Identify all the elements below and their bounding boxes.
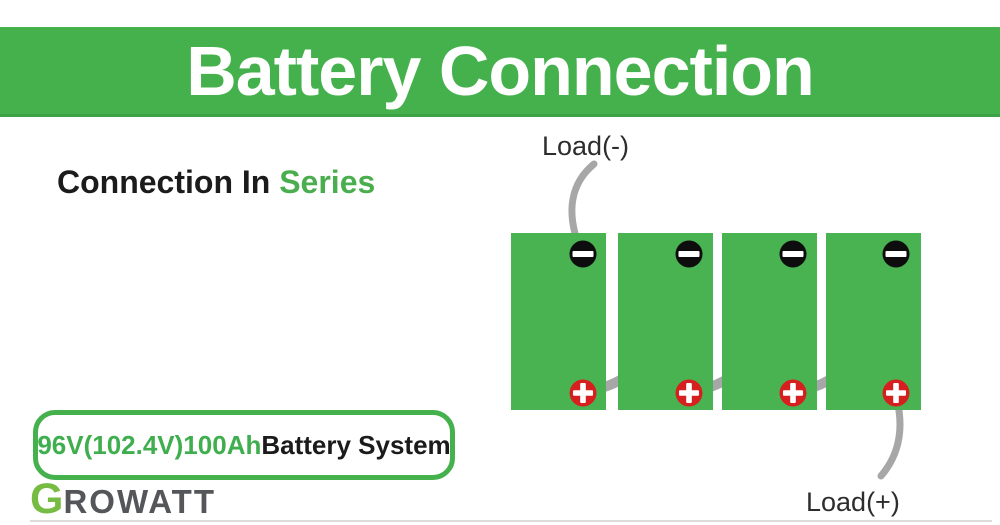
spec-box: 96V(102.4V)100Ah Battery System [33,410,455,480]
positive-terminal-icon-1 [569,379,597,407]
positive-terminal-icon-4 [882,379,910,407]
subtitle: Connection In Series [57,166,375,198]
load-positive-wire [877,396,904,480]
subtitle-prefix: Connection In [57,164,280,200]
page-title: Battery Connection [186,31,815,110]
bottom-divider [30,520,992,522]
negative-terminal-icon-3 [779,240,807,268]
logo-g: G [30,475,64,523]
spec-highlight: 96V(102.4V)100Ah [37,429,262,460]
positive-terminal-icon-2 [675,379,703,407]
header-banner: Battery Connection [0,27,1000,117]
negative-terminal-icon-1 [569,240,597,268]
logo-text: ROWATT [63,483,216,520]
subtitle-highlight: Series [279,164,376,200]
negative-terminal-icon-4 [882,240,910,268]
load-negative-label: Load(-) [542,131,630,161]
negative-terminal-icon-2 [675,240,703,268]
positive-terminal-icon-3 [779,379,807,407]
spec-rest: Battery System [261,429,451,460]
load-positive-label: Load(+) [806,487,900,517]
